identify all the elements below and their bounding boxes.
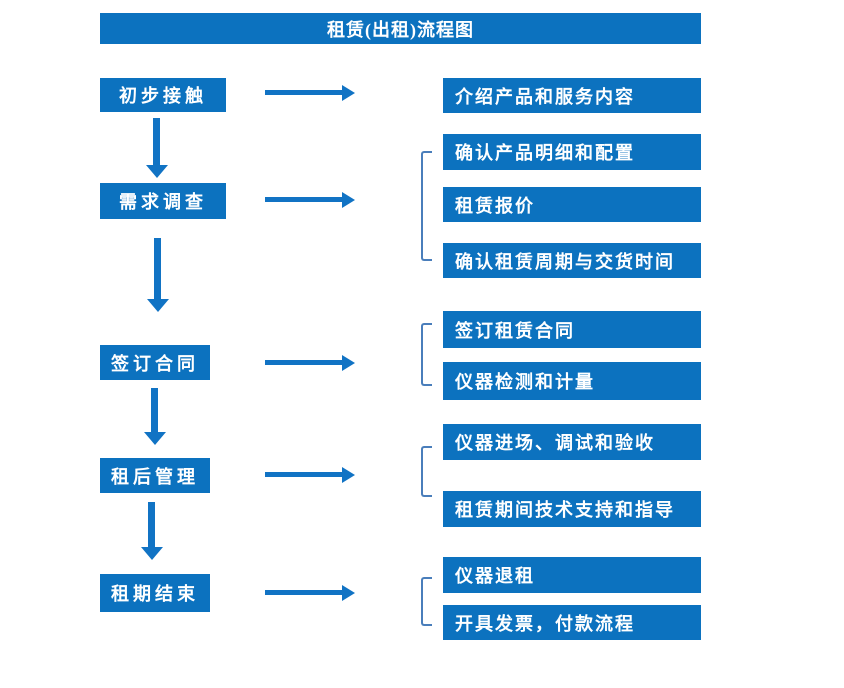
detail-introduce-products-services: 介绍产品和服务内容 bbox=[443, 78, 701, 113]
step-rental-end: 租期结束 bbox=[100, 574, 210, 612]
diagram-title: 租赁(出租)流程图 bbox=[100, 13, 701, 44]
step-initial-contact: 初步接触 bbox=[100, 78, 226, 112]
step-post-rental-management: 租后管理 bbox=[100, 458, 210, 493]
bracket-demand-survey-group bbox=[421, 151, 432, 261]
detail-confirm-rental-period-delivery: 确认租赁周期与交货时间 bbox=[443, 243, 701, 278]
detail-technical-support-guidance: 租赁期间技术支持和指导 bbox=[443, 491, 701, 527]
right-arrow-3 bbox=[265, 355, 355, 371]
detail-instrument-setup-acceptance: 仪器进场、调试和验收 bbox=[443, 424, 701, 460]
step-sign-contract: 签订合同 bbox=[100, 345, 210, 380]
detail-sign-rental-contract: 签订租赁合同 bbox=[443, 311, 701, 348]
down-arrow-3 bbox=[144, 388, 166, 445]
detail-instrument-inspection-metering: 仪器检测和计量 bbox=[443, 362, 701, 400]
bracket-sign-contract-group bbox=[421, 323, 432, 386]
bracket-rental-end-group bbox=[421, 577, 432, 626]
down-arrow-2 bbox=[147, 238, 169, 312]
step-demand-survey: 需求调查 bbox=[100, 183, 226, 219]
detail-invoice-payment-process: 开具发票，付款流程 bbox=[443, 605, 701, 640]
right-arrow-1 bbox=[265, 85, 355, 101]
detail-rental-quotation: 租赁报价 bbox=[443, 187, 701, 222]
down-arrow-4 bbox=[141, 502, 163, 560]
detail-confirm-product-spec: 确认产品明细和配置 bbox=[443, 134, 701, 170]
bracket-post-rental-group bbox=[421, 446, 432, 497]
detail-instrument-return: 仪器退租 bbox=[443, 557, 701, 593]
right-arrow-2 bbox=[265, 192, 355, 208]
right-arrow-4 bbox=[265, 467, 355, 483]
right-arrow-5 bbox=[265, 585, 355, 601]
down-arrow-1 bbox=[146, 118, 168, 178]
